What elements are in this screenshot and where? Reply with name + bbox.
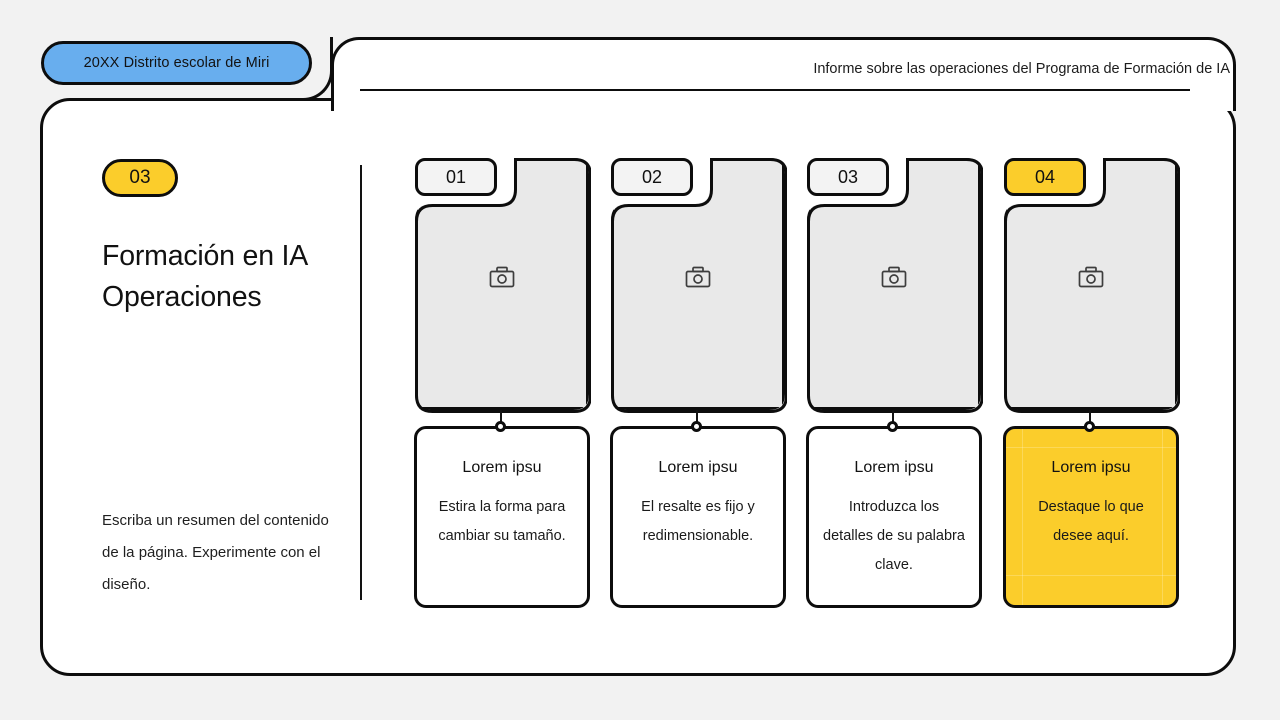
card-body: Estira la forma para cambiar su tamaño.: [438, 499, 566, 544]
card-number-label: 01: [445, 166, 467, 187]
header-notch: [303, 37, 337, 111]
section-number-label: 03: [129, 167, 151, 188]
connector-stem: [1089, 410, 1091, 428]
card-item[interactable]: 01 Lorem ipsu Estira la forma para cambi…: [413, 155, 591, 610]
card-title: Lorem ipsu: [658, 459, 738, 476]
card-title: Lorem ipsu: [462, 459, 542, 476]
image-placeholder[interactable]: [1004, 158, 1180, 413]
card-number-label: 04: [1034, 166, 1056, 187]
card-text-box[interactable]: Lorem ipsu El resalte es fijo y redimens…: [610, 426, 786, 608]
camera-icon: [611, 266, 785, 288]
camera-icon: [807, 266, 981, 288]
card-item[interactable]: 03 Lorem ipsu Introduzca los detalles de…: [805, 155, 983, 610]
camera-icon: [1004, 266, 1178, 288]
card-title: Lorem ipsu: [1051, 459, 1131, 476]
connector-stem: [892, 410, 894, 428]
card-list: 01 Lorem ipsu Estira la forma para cambi…: [413, 155, 1203, 610]
page-description: Escriba un resumen del contenido de la p…: [102, 512, 329, 593]
card-title: Lorem ipsu: [854, 459, 934, 476]
brand-badge[interactable]: 20XX Distrito escolar de Miri: [41, 41, 312, 85]
card-item[interactable]: 04 Lorem ipsu Destaque lo que desee aquí…: [1002, 155, 1180, 610]
connector-node: [887, 421, 898, 432]
card-number-label: 02: [641, 166, 663, 187]
connector-node: [495, 421, 506, 432]
page-title: Formación en IA Operaciones: [102, 240, 307, 313]
connector-node: [691, 421, 702, 432]
brand-badge-label: 20XX Distrito escolar de Miri: [83, 55, 270, 71]
card-number-tab: 01: [415, 158, 497, 196]
connector-stem: [696, 410, 698, 428]
card-number-tab: 04: [1004, 158, 1086, 196]
card-number-tab: 02: [611, 158, 693, 196]
card-body: El resalte es fijo y redimensionable.: [641, 499, 755, 544]
vertical-divider: [360, 165, 362, 600]
image-placeholder[interactable]: [611, 158, 787, 413]
section-number-badge: 03: [102, 159, 178, 197]
header-panel: [331, 37, 1236, 111]
connector-stem: [500, 410, 502, 428]
connector-node: [1084, 421, 1095, 432]
card-number-tab: 03: [807, 158, 889, 196]
image-placeholder[interactable]: [807, 158, 983, 413]
card-text-box[interactable]: Lorem ipsu Introduzca los detalles de su…: [806, 426, 982, 608]
card-number-label: 03: [837, 166, 859, 187]
card-body: Destaque lo que desee aquí.: [1038, 499, 1144, 544]
header-rule: [360, 89, 1190, 91]
card-text-box[interactable]: Lorem ipsu Estira la forma para cambiar …: [414, 426, 590, 608]
card-text-box[interactable]: Lorem ipsu Destaque lo que desee aquí.: [1003, 426, 1179, 608]
card-body: Introduzca los detalles de su palabra cl…: [823, 499, 965, 573]
header-title: Informe sobre las operaciones del Progra…: [813, 61, 1230, 77]
card-item[interactable]: 02 Lorem ipsu El resalte es fijo y redim…: [609, 155, 787, 610]
camera-icon: [415, 266, 589, 288]
